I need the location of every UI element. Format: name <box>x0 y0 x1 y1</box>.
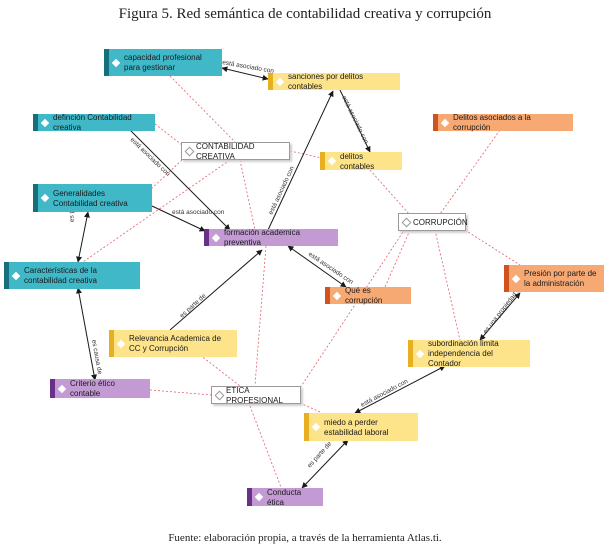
node-etica-profesional[interactable]: ETICA PROFESIONAL <box>211 386 301 405</box>
arrow-miedo-conducta <box>301 439 349 489</box>
node-capacidad-profesional[interactable]: capacidad profesional para gestionar <box>104 49 222 76</box>
node-miedo-estabilidad[interactable]: miedo a perder estabilidad laboral <box>304 413 418 441</box>
link-cc-caracteristicas <box>79 159 231 265</box>
diamond-icon <box>511 274 521 283</box>
node-subordinacion[interactable]: subordinación limita independencia del C… <box>408 339 530 368</box>
figure-title: Figura 5. Red semántica de contabilidad … <box>118 6 492 22</box>
relation-label: es parte de <box>306 440 333 469</box>
diamond-icon <box>440 118 450 127</box>
arrow-generalidades-formacion <box>151 205 206 232</box>
node-criterio-etico[interactable]: Criterio ético contable <box>50 379 150 398</box>
diamond-icon <box>275 77 285 86</box>
link-delitos-corrupcion <box>369 169 411 216</box>
link-etica-conducta <box>249 405 283 491</box>
diamond-icon <box>184 146 195 157</box>
relation-label: está asociado con <box>340 95 369 146</box>
diamond-icon <box>111 58 121 67</box>
link-corrupcion-que-es <box>384 229 411 288</box>
relation-label: es causa de <box>90 339 103 375</box>
diamond-icon <box>401 217 412 228</box>
arrow-formacion-que-es <box>287 245 347 288</box>
arrow-formacion-sanciones <box>267 90 334 231</box>
diamond-icon <box>40 193 50 203</box>
diamond-icon <box>332 291 342 300</box>
arrow-sanciones-delitos <box>339 89 371 153</box>
link-formacion-etica <box>254 245 267 386</box>
link-capacidad-cc <box>169 75 236 143</box>
node-delitos-contables[interactable]: delitos contables <box>320 152 402 171</box>
node-caracteristicas-cc[interactable]: Características de la contabilidad creat… <box>4 262 140 289</box>
link-relevancia-etica <box>199 354 241 387</box>
relation-label: es parte de <box>179 292 208 319</box>
relation-label: está asociado con <box>222 59 275 75</box>
node-definicion-cc[interactable]: definción Contabilidad creativa <box>33 113 155 132</box>
link-criterio-etica <box>149 389 213 396</box>
node-corrupcion[interactable]: CORRUPCIÓN <box>398 213 468 231</box>
diamond-icon <box>11 271 21 280</box>
figure-caption: Fuente: elaboración propia, a través de … <box>168 532 442 544</box>
link-corrupcion-presion <box>464 229 521 266</box>
link-delitoscorr-corrupcion <box>439 129 501 215</box>
arrow-capacidad-sanciones <box>221 66 269 81</box>
link-cc-formacion <box>239 159 256 231</box>
diamond-icon <box>327 156 337 166</box>
diamond-icon <box>40 118 50 127</box>
link-cc-generalidades <box>149 159 183 191</box>
link-corrupcion-subordinacion <box>434 229 461 341</box>
arrow-relevancia-formacion <box>169 249 263 331</box>
node-presion-administracion[interactable]: Presión por parte de la administración <box>504 265 604 292</box>
arrow-subordinacion-presion <box>479 292 521 341</box>
node-sanciones-delitos[interactable]: sanciones por delitos contables <box>268 72 400 91</box>
node-conducta-etica[interactable]: Conducta ética <box>247 488 323 507</box>
arrow-miedo-subordinacion <box>354 365 446 414</box>
diamond-icon <box>311 422 321 432</box>
node-generalidades-cc[interactable]: Generalidades Contabilidad creativa <box>33 184 152 212</box>
link-etica-miedo <box>299 402 321 413</box>
node-formacion-academica[interactable]: formación academica preventiva <box>204 228 338 247</box>
diamond-icon <box>211 233 221 242</box>
relation-label: está asociado con <box>267 165 296 216</box>
node-relevancia-academica[interactable]: Relevancia Academica de CC y Corrupción <box>109 330 237 357</box>
relation-label: está asociado con <box>172 209 225 216</box>
diamond-icon <box>116 339 126 348</box>
node-delitos-corrupcion[interactable]: Delitos asociados a la corrupción <box>433 113 573 132</box>
diamond-icon <box>254 492 264 502</box>
relation-label: está asociado con <box>307 251 355 286</box>
diamond-icon <box>214 390 225 401</box>
relation-label: está asociado con <box>129 136 172 178</box>
arrow-generalidades-caracteristicas <box>76 211 90 263</box>
node-que-es-corrupcion[interactable]: Qué es corrupción <box>325 286 411 305</box>
link-definicion-cc <box>154 123 183 146</box>
link-cc-delitos <box>289 150 323 159</box>
node-contabilidad-creativa[interactable]: CONTABILIDAD CREATIVA <box>181 142 290 161</box>
arrow-definicion-formacion <box>129 129 231 231</box>
diamond-icon <box>57 384 67 393</box>
arrow-caracteristicas-criterio <box>76 287 97 381</box>
relation-label: está asociado con <box>360 378 410 409</box>
link-corrupcion-etica <box>299 228 406 389</box>
diamond-icon <box>415 349 425 358</box>
